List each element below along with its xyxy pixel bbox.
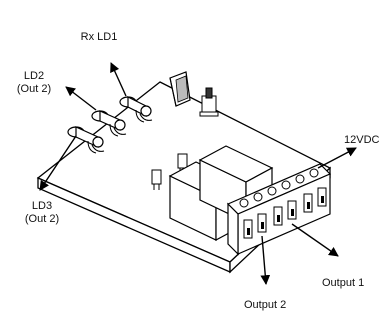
- arrow-ld3: [39, 135, 77, 191]
- led-rx-ld1: [119, 96, 153, 123]
- arrow-output1: [291, 223, 339, 257]
- header-connector: [169, 71, 191, 107]
- label-output1: Output 1: [322, 277, 364, 289]
- leader-arrows: [39, 62, 357, 285]
- label-ld3-line2: (Out 2): [25, 213, 59, 225]
- label-output2: Output 2: [244, 299, 286, 311]
- arrow-output2: [260, 235, 271, 285]
- led-ld3: [67, 126, 105, 154]
- label-ld2-line2: (Out 2): [17, 83, 51, 95]
- terminal-block: [226, 163, 332, 256]
- push-button: [199, 87, 219, 117]
- led-ld2: [91, 110, 127, 137]
- label-ld3-line1: LD3: [32, 200, 52, 212]
- label-rx-ld1: Rx LD1: [81, 31, 118, 43]
- arrow-ld2: [65, 86, 97, 111]
- label-12vdc: 12VDC: [344, 134, 380, 146]
- terminal-screws: [239, 168, 319, 208]
- arrow-rx-ld1: [110, 62, 127, 97]
- arrow-12vdc: [317, 147, 357, 169]
- capacitor-1: [151, 169, 162, 190]
- label-ld2-line1: LD2: [24, 70, 44, 82]
- terminal-slots: [243, 187, 327, 239]
